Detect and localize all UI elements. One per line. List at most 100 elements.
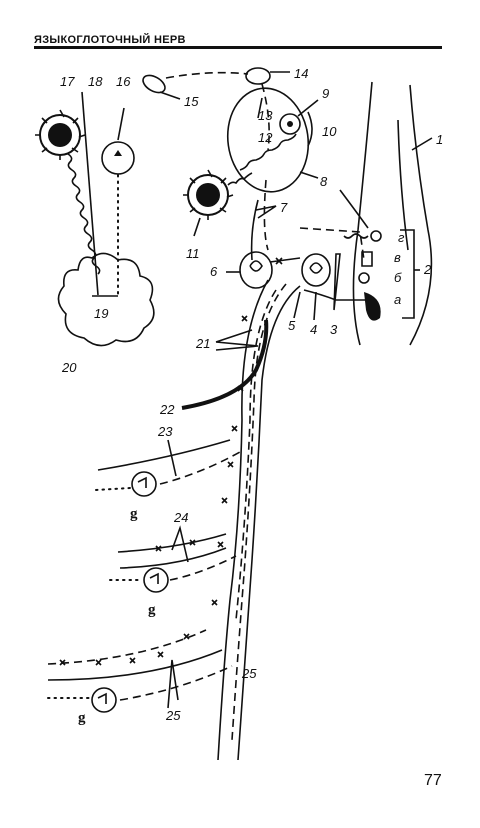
dotted-g1 bbox=[95, 487, 131, 491]
label-21: 21 bbox=[195, 336, 210, 351]
label-g1: g bbox=[130, 506, 138, 522]
label-b: б bbox=[394, 270, 402, 285]
fiber-7 bbox=[250, 199, 259, 261]
dashed-fiber-15-14 bbox=[165, 71, 249, 79]
branch-24b bbox=[119, 547, 227, 569]
dashed-7 bbox=[263, 179, 269, 251]
x-markers-25 bbox=[59, 633, 190, 666]
nucleus-5 bbox=[301, 253, 331, 287]
neuron-17 bbox=[35, 109, 86, 160]
label-11: 11 bbox=[186, 246, 200, 261]
neuron-9 bbox=[279, 113, 301, 135]
label-23: 23 bbox=[157, 424, 173, 439]
pointer-23 bbox=[167, 439, 177, 477]
label-1: 1 bbox=[436, 132, 443, 147]
arrow-7 bbox=[255, 205, 277, 219]
branch-24-dashed bbox=[169, 555, 237, 581]
label-16: 16 bbox=[116, 74, 131, 89]
branch-25-dashed bbox=[47, 629, 207, 665]
neuron-16 bbox=[101, 141, 135, 175]
label-2: 2 bbox=[423, 262, 432, 277]
ganglion-g2-inner bbox=[149, 572, 159, 584]
ganglion-g2 bbox=[143, 567, 169, 593]
label-6: 6 bbox=[210, 264, 218, 279]
pointer-1 bbox=[411, 137, 433, 151]
nerve-trunk-inner bbox=[237, 285, 301, 761]
label-13: 13 bbox=[258, 108, 273, 123]
label-25b: 25 bbox=[165, 708, 181, 723]
fiber-4 bbox=[303, 289, 374, 301]
nucleus-a bbox=[364, 292, 381, 321]
pointer-13 bbox=[257, 97, 263, 119]
nucleus-g bbox=[370, 230, 382, 242]
label-g2: g bbox=[148, 602, 156, 618]
ganglion-15 bbox=[142, 74, 166, 94]
ganglion-g1-inner bbox=[137, 476, 147, 488]
neuron-16-nucleus bbox=[114, 150, 122, 156]
ganglion-6 bbox=[239, 251, 273, 289]
label-g3: g bbox=[78, 710, 86, 726]
bracket-10 bbox=[307, 111, 313, 147]
pointer-16 bbox=[117, 107, 125, 141]
neuron-11 bbox=[183, 169, 234, 220]
label-5: 5 bbox=[288, 318, 296, 333]
dashed-nucleus-box bbox=[299, 227, 365, 261]
label-14: 14 bbox=[294, 66, 308, 81]
ganglion-g3 bbox=[91, 687, 117, 713]
branch-25-line bbox=[47, 649, 223, 681]
ganglion-g3-inner bbox=[97, 692, 107, 704]
ganglion-g1 bbox=[131, 471, 157, 497]
pointer-3 bbox=[333, 253, 341, 311]
cortex-blob bbox=[57, 252, 155, 347]
nucleus-b bbox=[358, 272, 370, 284]
label-3: 3 bbox=[330, 322, 338, 337]
fiber-18 bbox=[81, 91, 99, 296]
label-4: 4 bbox=[310, 322, 317, 337]
pointer-8 bbox=[299, 171, 319, 179]
branch-24a bbox=[117, 533, 227, 553]
label-10: 10 bbox=[322, 124, 337, 139]
wavy-fiber-12 bbox=[239, 133, 297, 171]
pointer-4 bbox=[313, 291, 317, 321]
neuron-9-nucleus bbox=[287, 121, 293, 127]
label-g-cyr: г bbox=[398, 230, 405, 245]
nerve-trunk-dashed bbox=[231, 283, 287, 741]
branch-23-dashed bbox=[159, 451, 241, 485]
x-row-top bbox=[269, 257, 301, 265]
pointer-9 bbox=[297, 99, 319, 117]
label-a: а bbox=[394, 292, 401, 307]
fiber-22 bbox=[181, 319, 269, 410]
label-22: 22 bbox=[159, 402, 175, 417]
brainstem-curve bbox=[339, 189, 369, 229]
ganglion-14 bbox=[245, 67, 271, 85]
brainstem-inner-line bbox=[397, 119, 409, 251]
x-markers-trunk bbox=[211, 315, 248, 606]
label-7: 7 bbox=[280, 200, 288, 215]
label-19: 19 bbox=[94, 306, 108, 321]
nucleus-5-inner bbox=[309, 262, 323, 274]
label-17: 17 bbox=[60, 74, 75, 89]
pointer-15 bbox=[159, 91, 181, 100]
nerve-trunk-dashed-2 bbox=[235, 289, 277, 621]
nucleus-oval-8 bbox=[226, 87, 310, 193]
label-v: в bbox=[394, 250, 401, 265]
wavy-fiber-g bbox=[343, 233, 369, 239]
nerve-trunk-outer bbox=[217, 279, 269, 761]
label-18: 18 bbox=[88, 74, 103, 89]
page-number: 77 bbox=[424, 772, 442, 789]
pointer-25 bbox=[167, 659, 179, 709]
branch-23 bbox=[97, 439, 231, 471]
pointer-5 bbox=[293, 291, 301, 319]
branch-25-dashed-2 bbox=[119, 665, 233, 701]
bracket-2 bbox=[400, 229, 415, 319]
pointer-11 bbox=[193, 217, 201, 237]
header-rule bbox=[34, 46, 442, 49]
label-20: 20 bbox=[61, 360, 77, 375]
pointers-21 bbox=[215, 329, 259, 351]
label-12: 12 bbox=[258, 130, 273, 145]
label-9: 9 bbox=[322, 86, 329, 101]
label-15: 15 bbox=[184, 94, 199, 109]
pointers-24 bbox=[171, 525, 189, 563]
ganglion-6-inner bbox=[249, 260, 263, 272]
